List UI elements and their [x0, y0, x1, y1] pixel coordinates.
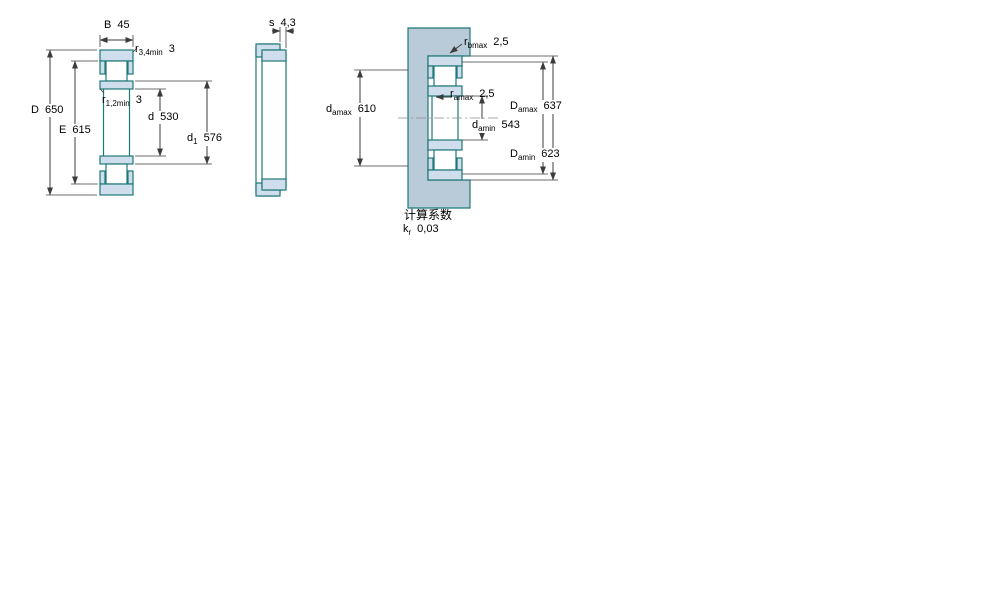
factor-symbol: k: [403, 223, 409, 235]
dim-symbol: r: [135, 43, 139, 55]
roller-top: [105, 60, 128, 82]
dim-symbol: r: [464, 36, 468, 48]
dim-value: 2,5: [479, 88, 495, 100]
dim-value: 3: [135, 94, 142, 106]
dim-symbol: d: [326, 103, 333, 115]
dim-subscript: amax: [332, 108, 352, 118]
dim-label-Damax: Damax 637: [508, 100, 564, 115]
dim-value: 2,5: [493, 36, 509, 48]
roller-top: [433, 65, 457, 87]
side-view-dimension-lines: [272, 27, 294, 48]
dim-subscript: 1,2min: [105, 99, 130, 109]
dim-value: 45: [117, 19, 130, 31]
dim-label-ramax: ramax 2,5: [450, 88, 495, 102]
dim-value: 543: [501, 119, 520, 131]
dim-label-D: D 650: [29, 104, 66, 117]
dim-symbol: D: [31, 104, 39, 116]
dim-value: 623: [541, 148, 560, 160]
roller-bottom: [433, 149, 457, 171]
dim-value: 576: [203, 132, 222, 144]
dim-label-damax: damax 610: [324, 103, 379, 118]
mounting-drawing: [398, 27, 500, 209]
dim-value: 4,3: [280, 17, 296, 29]
dim-label-r12min: r1,2min 3: [102, 94, 142, 108]
dim-value: 637: [543, 100, 562, 112]
dim-label-rbmax: rbmax 2,5: [464, 36, 509, 50]
dim-subscript: bmax: [467, 41, 488, 51]
factor-value: 0,03: [417, 223, 439, 235]
dim-symbol: D: [510, 148, 518, 160]
dim-label-damin: damin 543: [470, 119, 522, 134]
dim-symbol: r: [450, 88, 454, 100]
dim-value: 530: [160, 111, 179, 123]
dim-label-B: B 45: [104, 19, 130, 32]
dim-subscript: 1: [193, 137, 198, 147]
roller-bottom: [105, 163, 128, 185]
dim-value: 610: [357, 103, 377, 115]
cross-section-drawing: [99, 49, 134, 196]
side-view-drawing: [255, 43, 287, 197]
dim-subscript: amax: [517, 105, 538, 115]
factor-subscript: r: [408, 228, 412, 238]
dim-symbol: d: [187, 132, 194, 144]
dim-symbol: E: [59, 124, 67, 136]
dim-symbol: r: [102, 94, 106, 106]
dim-label-E: E 615: [57, 124, 93, 137]
dim-symbol: B: [104, 19, 112, 31]
dim-value: 3: [168, 43, 175, 55]
dim-symbol: D: [510, 100, 518, 112]
dim-label-d1: d1 576: [185, 132, 224, 147]
dim-symbol: d: [148, 111, 155, 123]
factor-kr: kr 0,03: [403, 223, 439, 237]
dim-label-Damin: Damin 623: [508, 148, 562, 163]
dim-subscript: amax: [453, 93, 474, 103]
dim-symbol: s: [269, 17, 275, 29]
dim-label-s: s 4,3: [269, 17, 296, 30]
dim-value: 615: [72, 124, 91, 136]
dim-label-d: d 530: [146, 111, 181, 124]
dim-symbol: d: [472, 119, 479, 131]
dim-subscript: amin: [478, 124, 496, 134]
dim-subscript: 3,4min: [138, 48, 163, 58]
dim-value: 650: [44, 104, 64, 116]
dim-subscript: amin: [517, 153, 536, 163]
dim-label-r34min: r3,4min 3: [135, 43, 175, 57]
calculation-factors-title: 计算系数: [404, 208, 453, 222]
